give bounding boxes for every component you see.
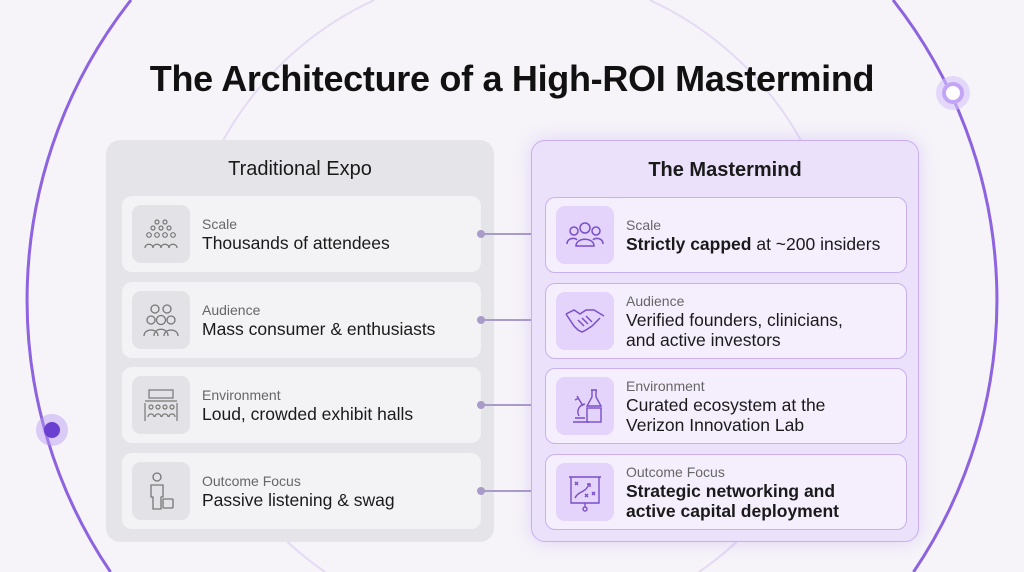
row-value-line1: Curated ecosystem at the: [626, 394, 826, 415]
row-label: Environment: [202, 386, 281, 403]
microscope-flask-icon: [556, 377, 614, 435]
panel-heading: The Mastermind: [648, 159, 802, 181]
row-label: Outcome Focus: [626, 463, 725, 480]
outer-ring-right: [891, 0, 999, 572]
row-value-line1: Verified founders, clinicians,: [626, 309, 843, 330]
page-title: The Architecture of a High-ROI Mastermin…: [149, 58, 875, 99]
row-value: Strictly capped at ~200 insiders: [626, 234, 880, 254]
exhibit-hall-icon: [132, 376, 190, 434]
row-value-line2: Verizon Innovation Lab: [626, 414, 805, 435]
people-group-icon: [132, 291, 190, 349]
row-value-line2: active capital deployment: [626, 500, 839, 521]
row-label: Outcome Focus: [202, 472, 301, 489]
row-label: Scale: [626, 216, 662, 233]
row-label: Environment: [626, 377, 705, 394]
dot-right: [942, 82, 964, 104]
row-label: Scale: [202, 215, 238, 232]
person-bag-icon: [132, 462, 190, 520]
row-value-line2: and active investors: [626, 329, 781, 350]
dot-left: [44, 422, 60, 438]
panel-heading: Traditional Expo: [228, 158, 372, 180]
row-value: Loud, crowded exhibit halls: [202, 403, 414, 424]
row-value: Mass consumer & enthusiasts: [202, 318, 436, 339]
row-label: Audience: [202, 301, 261, 318]
row-value: Passive listening & swag: [202, 489, 395, 510]
small-group-icon: [556, 206, 614, 264]
handshake-icon: [556, 292, 614, 350]
crowd-icon: [132, 205, 190, 263]
row-label: Audience: [626, 292, 685, 309]
value-bold: Strictly capped: [626, 233, 752, 254]
row-value-line1: Strategic networking and: [626, 480, 836, 501]
strategy-board-icon: [556, 463, 614, 521]
value-rest: at ~200 insiders: [751, 233, 881, 254]
outer-ring-left: [25, 0, 133, 572]
row-value: Thousands of attendees: [202, 232, 390, 253]
